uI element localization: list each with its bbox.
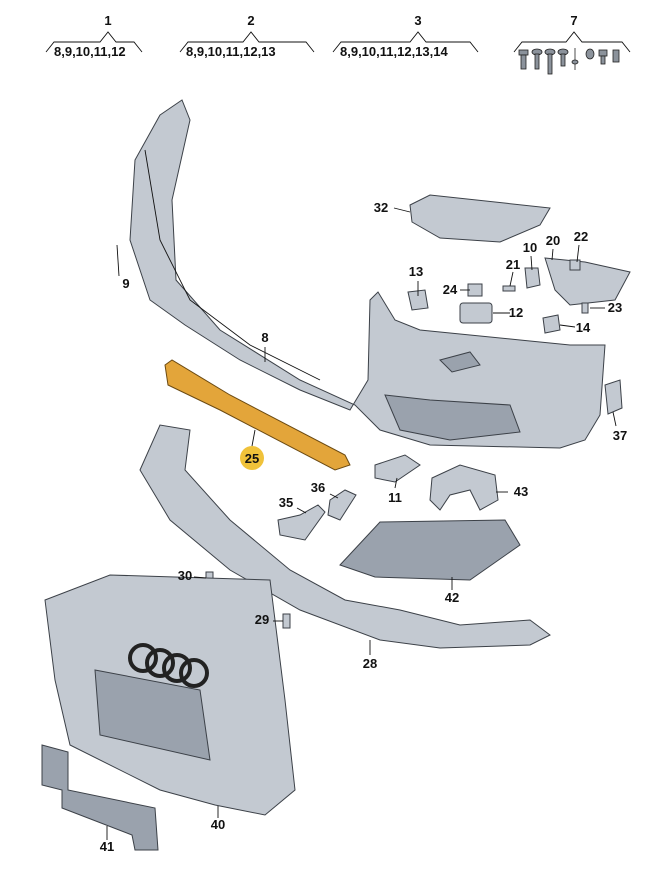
group-contents: 8,9,10,11,12 <box>54 44 126 59</box>
bracket-37 <box>604 379 623 415</box>
license-plate-holder-41 <box>41 744 159 851</box>
callout-30: 30 <box>178 568 207 583</box>
leader-line <box>116 244 120 277</box>
callout-40: 40 <box>211 806 225 832</box>
bracket-20 <box>544 257 631 306</box>
callout-42: 42 <box>445 577 459 605</box>
callout-label: 11 <box>388 490 402 505</box>
callout-24: 24 <box>443 282 470 297</box>
callout-12: 12 <box>493 305 523 320</box>
callout-25: 25 <box>240 429 264 470</box>
callout-label: 43 <box>514 484 528 499</box>
callout-label: 22 <box>574 229 588 244</box>
leader-line <box>509 271 514 287</box>
tow-cap-11 <box>374 454 421 483</box>
lower-carrier-28 <box>139 424 551 649</box>
group-1: 1 8,9,10,11,12 <box>45 13 143 59</box>
group-7: 7 <box>513 13 631 75</box>
callout-label: 14 <box>576 320 591 335</box>
callout-label: 40 <box>211 817 225 832</box>
callout-41: 41 <box>100 826 114 854</box>
group-number: 2 <box>247 13 254 28</box>
clip-14 <box>542 314 561 334</box>
group-number: 3 <box>414 13 421 28</box>
callout-label: 21 <box>506 257 520 272</box>
callout-label: 24 <box>443 282 458 297</box>
leader-line <box>251 429 256 447</box>
clip-24 <box>467 283 483 297</box>
callout-43: 43 <box>496 484 528 499</box>
callout-label: 32 <box>374 200 388 215</box>
leader-line <box>296 507 307 514</box>
callout-20: 20 <box>546 233 560 261</box>
bracket-12 <box>459 302 493 324</box>
screw-21 <box>502 285 516 292</box>
guide-43 <box>429 464 499 511</box>
callout-23: 23 <box>590 300 622 315</box>
leader-line <box>576 244 580 263</box>
callout-label: 37 <box>613 428 627 443</box>
group-number: 7 <box>570 13 577 28</box>
callout-10: 10 <box>523 240 537 271</box>
leader-line <box>329 493 339 499</box>
guide-10 <box>524 267 541 289</box>
radiator-grille-40 <box>44 574 296 816</box>
callout-label: 28 <box>363 656 377 671</box>
callout-label: 23 <box>608 300 622 315</box>
leader-line <box>612 411 617 427</box>
mount-35 <box>277 504 326 541</box>
callout-label: 12 <box>509 305 523 320</box>
callout-28: 28 <box>363 640 377 671</box>
callout-14: 14 <box>559 320 591 335</box>
clip-13 <box>407 289 429 311</box>
callout-label: 41 <box>100 839 114 854</box>
callout-label: 35 <box>279 495 293 510</box>
callout-36: 36 <box>311 480 339 499</box>
reinforcement-25 <box>164 359 351 471</box>
callout-11: 11 <box>388 477 402 505</box>
callout-9: 9 <box>116 244 130 291</box>
callout-label: 25 <box>245 451 259 466</box>
callout-label: 30 <box>178 568 192 583</box>
mount-36 <box>327 489 357 521</box>
bumper-cover <box>129 99 606 449</box>
fastener-set-icon <box>518 48 620 75</box>
side-grille-42 <box>339 519 521 581</box>
leader-line <box>551 248 554 261</box>
callout-label: 8 <box>261 330 268 345</box>
leader-line <box>530 255 533 271</box>
callout-22: 22 <box>574 229 588 263</box>
callout-29: 29 <box>255 612 283 627</box>
screw-29 <box>282 613 291 629</box>
callout-label: 42 <box>445 590 459 605</box>
upper-bracket-32 <box>409 194 551 243</box>
highlight-circle <box>240 446 264 470</box>
group-contents: 8,9,10,11,12,13,14 <box>340 44 448 59</box>
callout-label: 10 <box>523 240 537 255</box>
leader-line <box>393 207 411 213</box>
callout-35: 35 <box>279 495 307 514</box>
callout-label: 13 <box>409 264 423 279</box>
group-contents: 8,9,10,11,12,13 <box>186 44 276 59</box>
group-3: 3 8,9,10,11,12,13,14 <box>332 13 479 59</box>
callout-21: 21 <box>506 257 520 287</box>
callout-label: 20 <box>546 233 560 248</box>
callout-32: 32 <box>374 200 411 215</box>
callout-37: 37 <box>612 411 627 443</box>
group-2: 2 8,9,10,11,12,13 <box>179 13 315 59</box>
callout-label: 29 <box>255 612 269 627</box>
leader-line <box>394 477 398 489</box>
callout-13: 13 <box>409 264 423 296</box>
group-number: 1 <box>104 13 111 28</box>
leader-line <box>193 576 207 579</box>
callout-label: 36 <box>311 480 325 495</box>
screw-23 <box>581 302 589 314</box>
rings-logo <box>128 643 209 688</box>
callout-8: 8 <box>261 330 269 362</box>
leader-line <box>559 324 576 328</box>
callout-label: 9 <box>122 276 129 291</box>
nut-22 <box>569 259 581 271</box>
